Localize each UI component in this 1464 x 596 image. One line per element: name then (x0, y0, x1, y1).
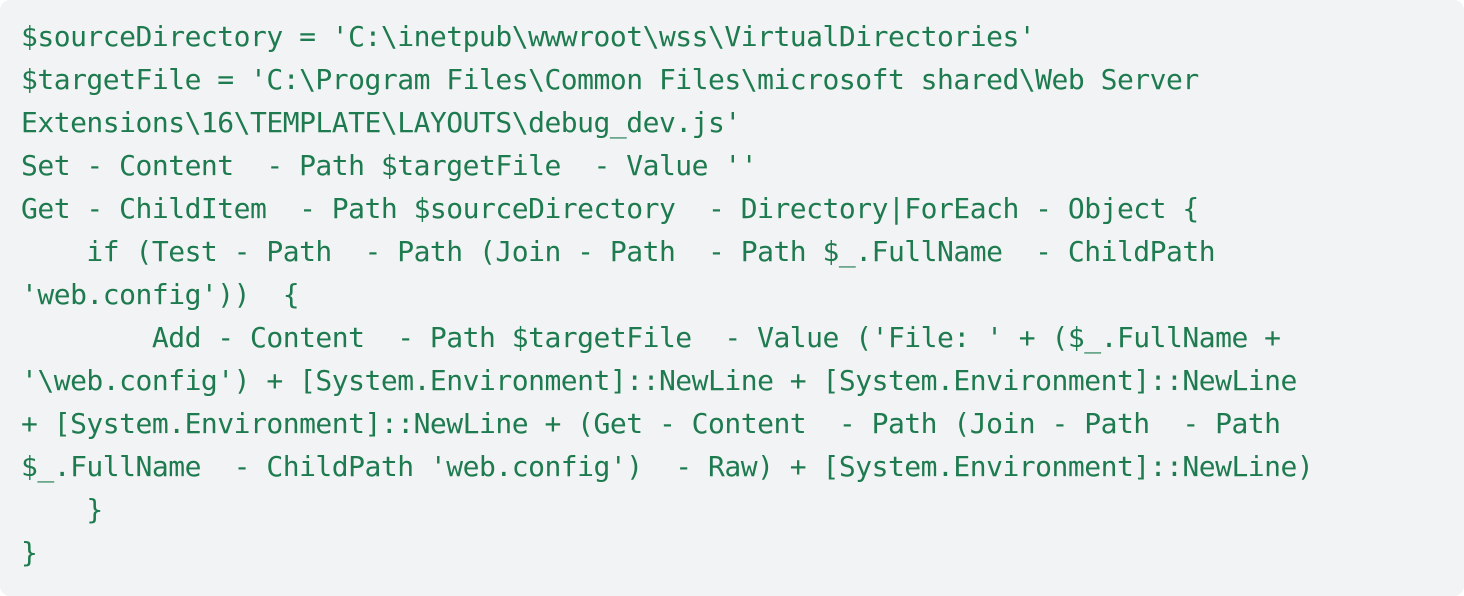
code-line: Set - Content - Path $targetFile - Value… (21, 149, 758, 182)
code-line: $targetFile = 'C:\Program Files\Common F… (21, 63, 1199, 96)
code-line: $sourceDirectory = 'C:\inetpub\wwwroot\w… (21, 20, 1036, 53)
code-line: $_.FullName - ChildPath 'web.config') - … (21, 450, 1314, 483)
code-line: } (21, 536, 38, 569)
code-line: if (Test - Path - Path (Join - Path - Pa… (21, 235, 1216, 268)
code-line: Add - Content - Path $targetFile - Value… (21, 321, 1281, 354)
code-line: Get - ChildItem - Path $sourceDirectory … (21, 192, 1199, 225)
code-line: Extensions\16\TEMPLATE\LAYOUTS\debug_dev… (21, 106, 741, 139)
code-lines: $sourceDirectory = 'C:\inetpub\wwwroot\w… (21, 15, 1446, 574)
code-line: } (21, 493, 103, 526)
code-line: '\web.config') + [System.Environment]::N… (21, 364, 1297, 397)
code-line: 'web.config')) { (21, 278, 300, 311)
code-line: + [System.Environment]::NewLine + (Get -… (21, 407, 1281, 440)
